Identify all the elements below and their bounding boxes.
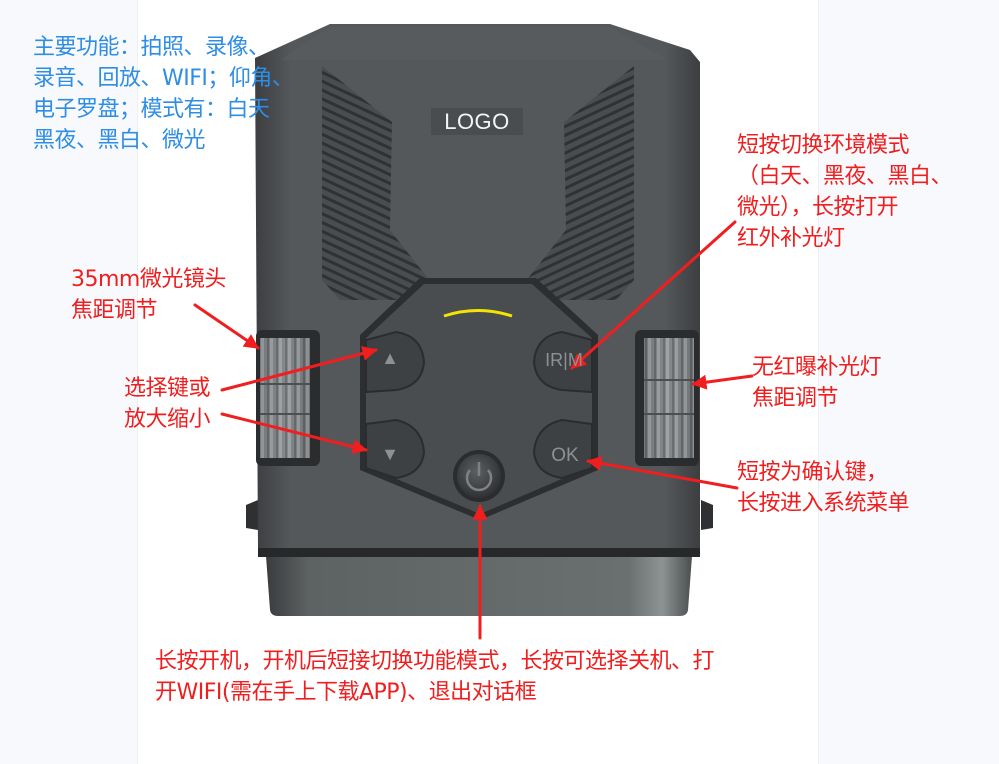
lens-focus-note: 35mm微光镜头 焦距调节 (71, 267, 226, 323)
ir-focus-note: 无红曝补光灯 焦距调节 (752, 355, 882, 411)
ok-button[interactable]: OK (542, 445, 588, 467)
down-button[interactable]: ▼ (378, 444, 402, 465)
up-button[interactable]: ▲ (378, 348, 402, 369)
ok-note: 短按为确认键， 长按进入系统菜单 (737, 460, 910, 516)
down-triangle-icon: ▼ (381, 444, 399, 464)
ir-mode-button[interactable]: IR|M (538, 350, 590, 371)
up-triangle-icon: ▲ (381, 348, 399, 368)
select-zoom-note: 选择键或 放大缩小 (124, 376, 211, 432)
ir-mode-note: 短按切换环境模式 （白天、黑夜、黑白、 微光），长按打开 红外补光灯 (737, 133, 953, 251)
ir-mode-label: IR|M (545, 350, 583, 370)
device-logo: LOGO (431, 108, 523, 135)
power-button[interactable] (455, 452, 503, 500)
power-note: 长按开机，开机后短接切换功能模式，长按可选择关机、打 开WIFI(需在手上下载A… (155, 649, 715, 705)
main-features-note: 主要功能：拍照、录像、 录音、回放、WIFI；仰角、 电子罗盘；模式有：白天 黑… (33, 35, 294, 153)
ok-label: OK (551, 445, 579, 466)
status-indicator (443, 309, 513, 318)
